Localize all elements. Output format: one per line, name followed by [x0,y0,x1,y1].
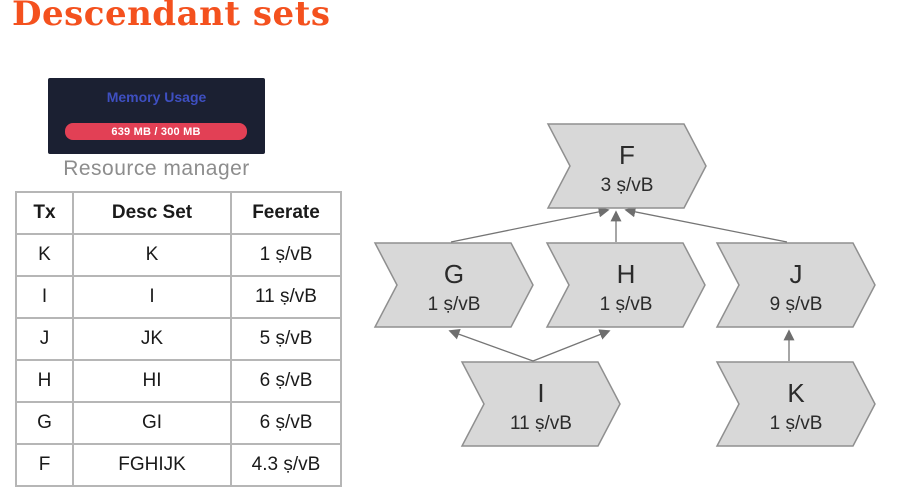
edge-G-F [450,206,610,243]
edge-I-H [532,329,611,362]
node-G: G 1 ṣ/vB [373,242,534,328]
node-J-feerate: 9 ṣ/vB [770,294,823,315]
cell-I-feerate: 11 ṣ/vB [230,275,342,319]
node-G-feerate: 1 ṣ/vB [428,294,481,315]
cell-J-desc-set: JK [72,317,232,361]
node-J-shape [715,242,876,328]
col-header-tx: Tx [15,191,74,235]
cell-G-feerate: 6 ṣ/vB [230,401,342,445]
cell-G-tx: G [15,401,74,445]
cell-I-tx: I [15,275,74,319]
edge-I-G [448,328,534,362]
node-F-shape [546,123,707,209]
node-F: F 3 ṣ/vB [546,123,707,209]
node-J-label: J [790,259,803,289]
cell-G-desc-set: GI [72,401,232,445]
resource-manager-caption: Resource manager [63,157,250,180]
cell-F-tx: F [15,443,74,487]
memory-usage-title: Memory Usage [106,89,207,105]
col-header-desc-set: Desc Set [72,191,232,235]
cell-F-feerate: 4.3 ṣ/vB [230,443,342,487]
cell-F-desc-set: FGHIJK [72,443,232,487]
node-J: J 9 ṣ/vB [715,242,876,328]
node-H: H 1 ṣ/vB [545,242,706,328]
node-F-label: F [619,140,635,170]
node-K-shape [715,361,876,447]
node-H-feerate: 1 ṣ/vB [600,294,653,315]
cell-H-tx: H [15,359,74,403]
node-G-shape [373,242,534,328]
node-G-label: G [444,259,464,289]
node-F-feerate: 3 ṣ/vB [601,175,654,196]
node-I-shape [460,361,621,447]
cell-J-tx: J [15,317,74,361]
node-K: K 1 ṣ/vB [715,361,876,447]
col-header-feerate: Feerate [230,191,342,235]
memory-usage-widget: Memory Usage 639 MB / 300 MB [48,78,265,154]
node-I-feerate: 11 ṣ/vB [510,413,572,434]
node-I: I 11 ṣ/vB [460,361,621,447]
node-H-shape [545,242,706,328]
cell-I-desc-set: I [72,275,232,319]
memory-usage-bar: 639 MB / 300 MB [65,123,247,140]
diagram-edges [448,206,795,362]
cell-J-feerate: 5 ṣ/vB [230,317,342,361]
node-I-label: I [537,378,544,408]
cell-H-feerate: 6 ṣ/vB [230,359,342,403]
diagram-nodes: F 3 ṣ/vB G 1 ṣ/vB H 1 ṣ/vB J 9 ṣ/vB I 11 ṣ/vB K 1 ṣ… [373,123,876,447]
cell-K-desc-set: K [72,233,232,277]
node-H-label: H [617,259,636,289]
cell-K-tx: K [15,233,74,277]
memory-usage-value: 639 MB / 300 MB [111,125,201,138]
node-K-feerate: 1 ṣ/vB [770,413,823,434]
cell-K-feerate: 1 ṣ/vB [230,233,342,277]
edge-J-F [624,206,788,243]
node-K-label: K [787,378,805,408]
cell-H-desc-set: HI [72,359,232,403]
page-title: Descendant sets [12,0,331,34]
